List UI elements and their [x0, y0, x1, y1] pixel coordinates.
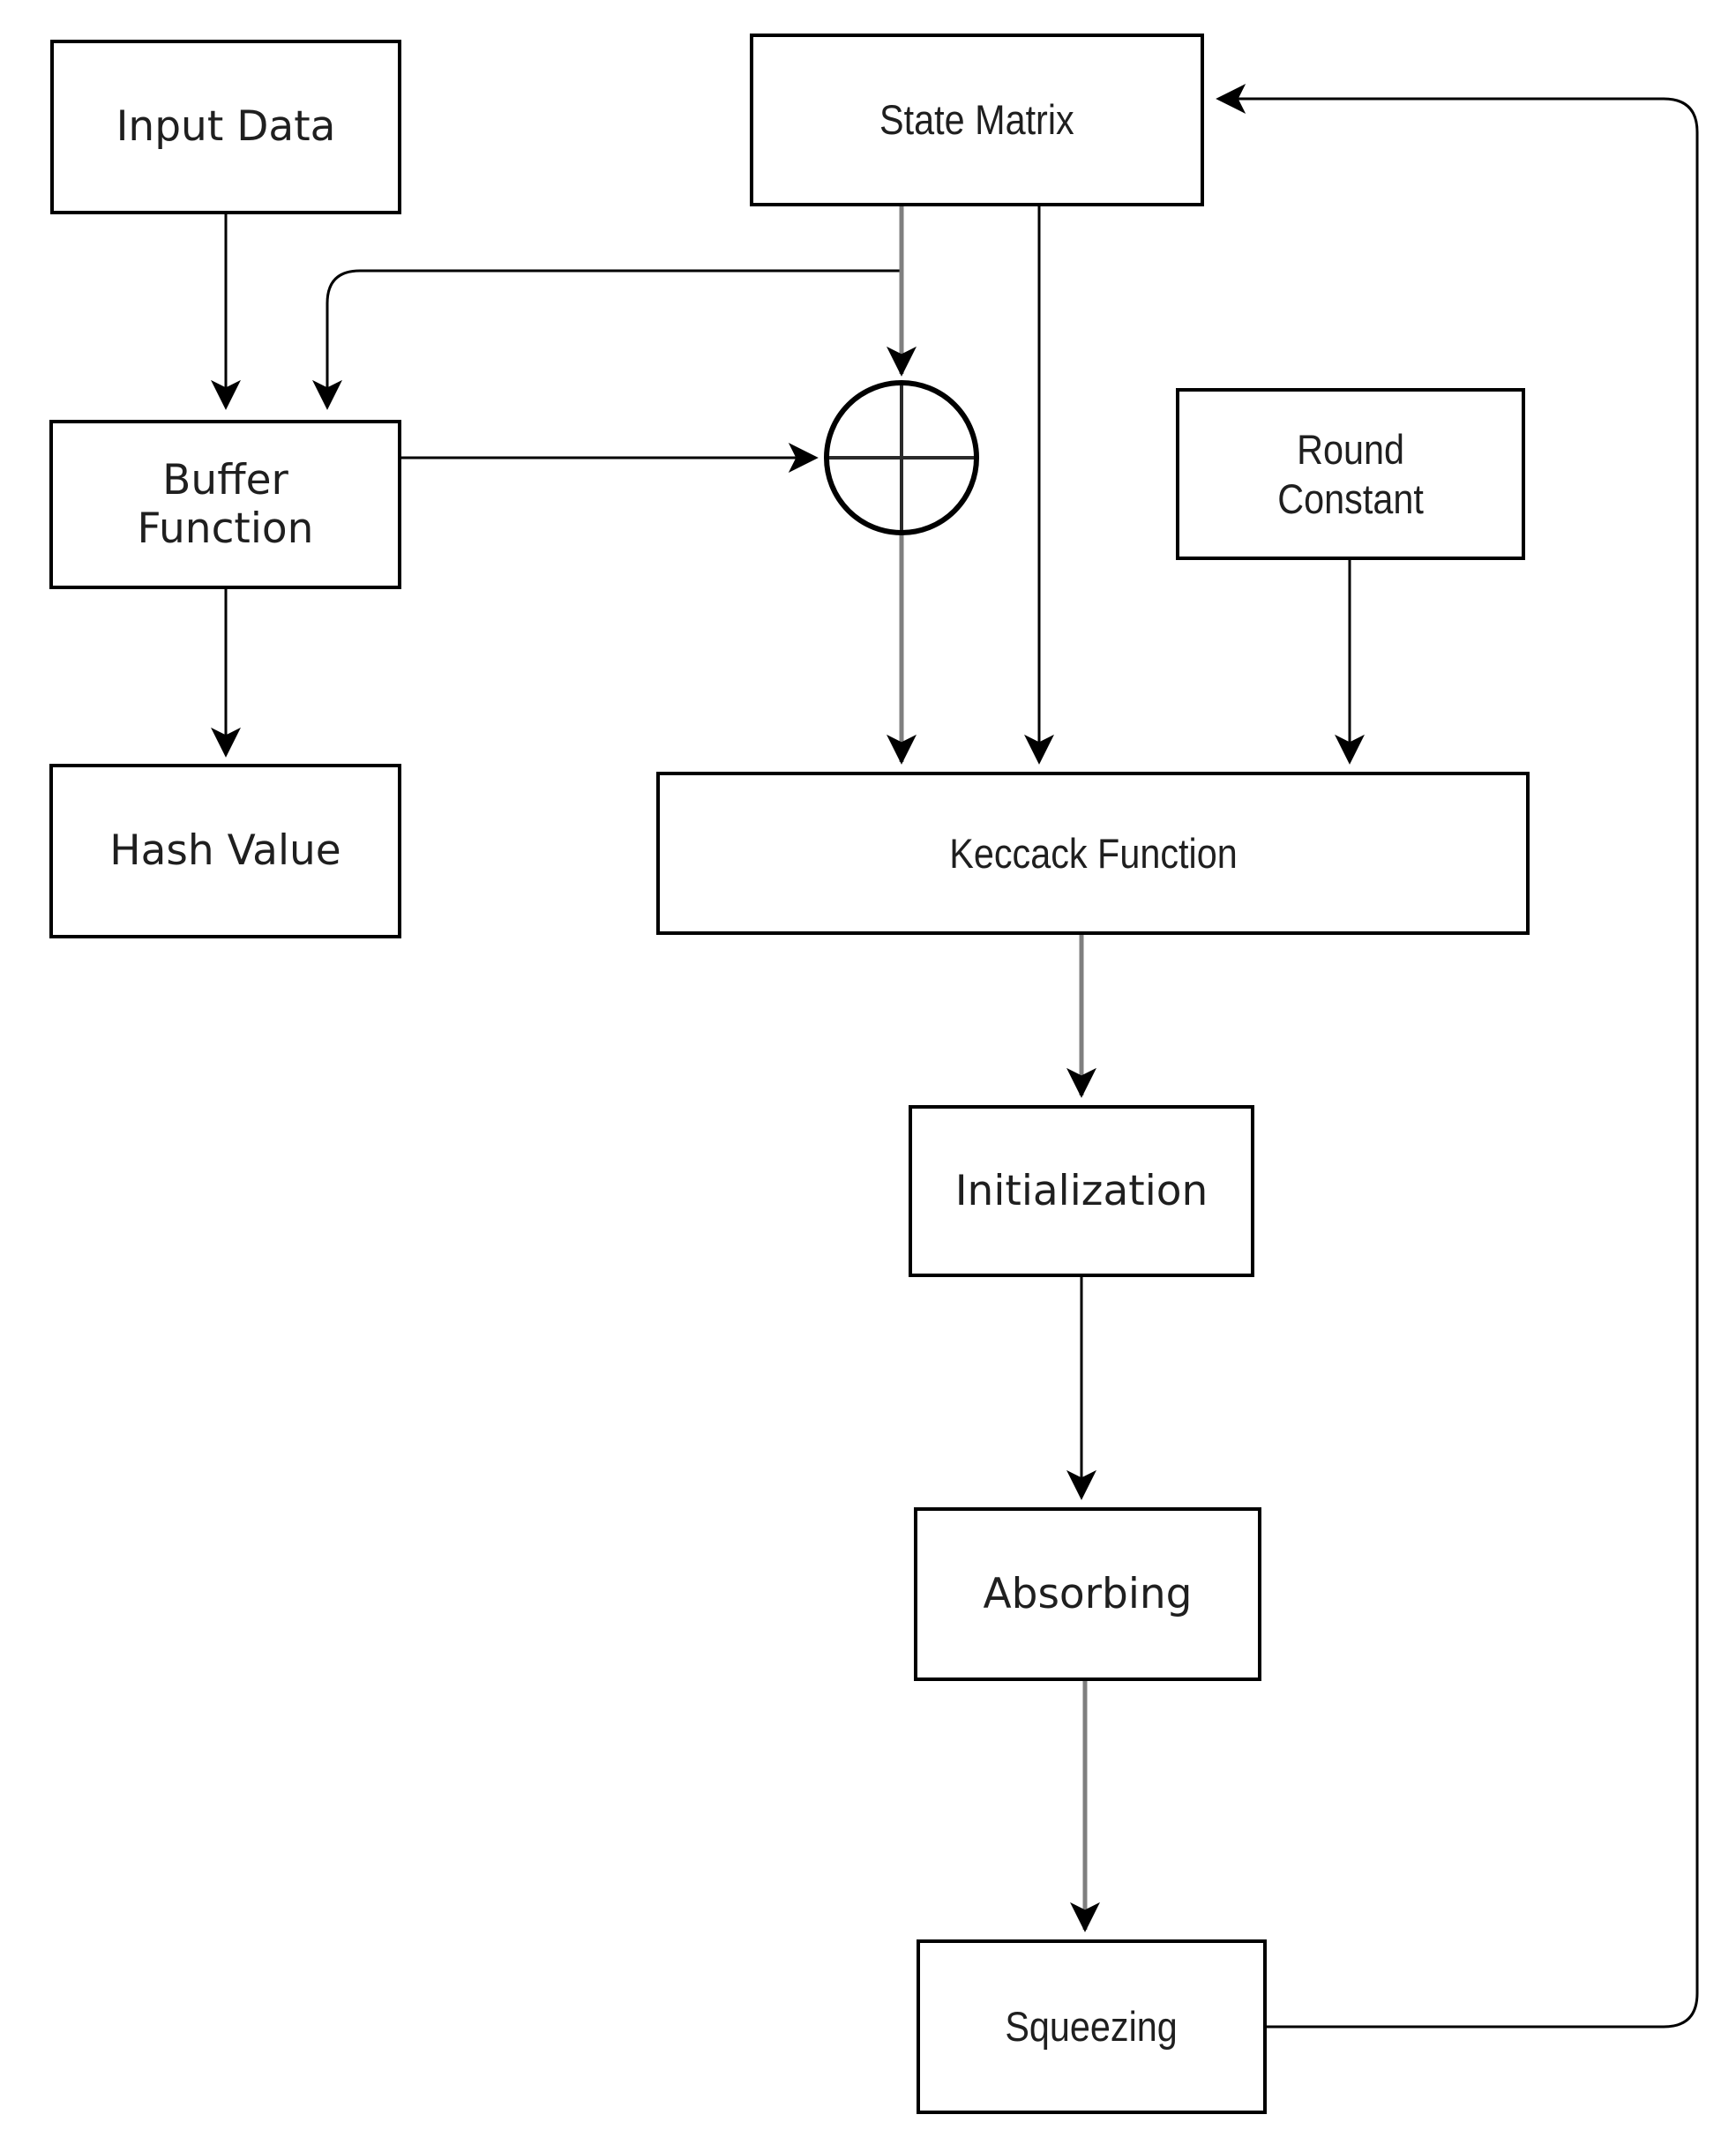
- node-label: Squeezing: [1005, 2003, 1179, 2051]
- node-state-matrix: State Matrix: [750, 34, 1204, 206]
- node-label: Hash Value: [109, 826, 341, 876]
- node-round-constant: Round Constant: [1176, 388, 1525, 560]
- node-buffer-function: Buffer Function: [49, 420, 401, 589]
- node-label: Initialization: [954, 1166, 1208, 1215]
- node-label: Buffer Function: [137, 455, 314, 553]
- edge-state-to-buffer: [312, 269, 902, 410]
- node-label: Keccack Function: [948, 829, 1238, 877]
- node-absorbing: Absorbing: [914, 1507, 1261, 1681]
- node-hash-value: Hash Value: [49, 764, 401, 938]
- xor-icon: [824, 380, 979, 535]
- node-label: State Matrix: [879, 96, 1074, 144]
- edge-squeeze-to-state-loop: [1216, 84, 1699, 2029]
- node-squeezing: Squeezing: [917, 1939, 1267, 2114]
- node-label: Absorbing: [983, 1569, 1193, 1618]
- node-input-data: Input Data: [50, 40, 401, 214]
- node-label: Round Constant: [1277, 426, 1424, 522]
- node-label: Input Data: [116, 102, 336, 152]
- node-keccack-function: Keccack Function: [656, 772, 1530, 935]
- node-initialization: Initialization: [909, 1105, 1254, 1277]
